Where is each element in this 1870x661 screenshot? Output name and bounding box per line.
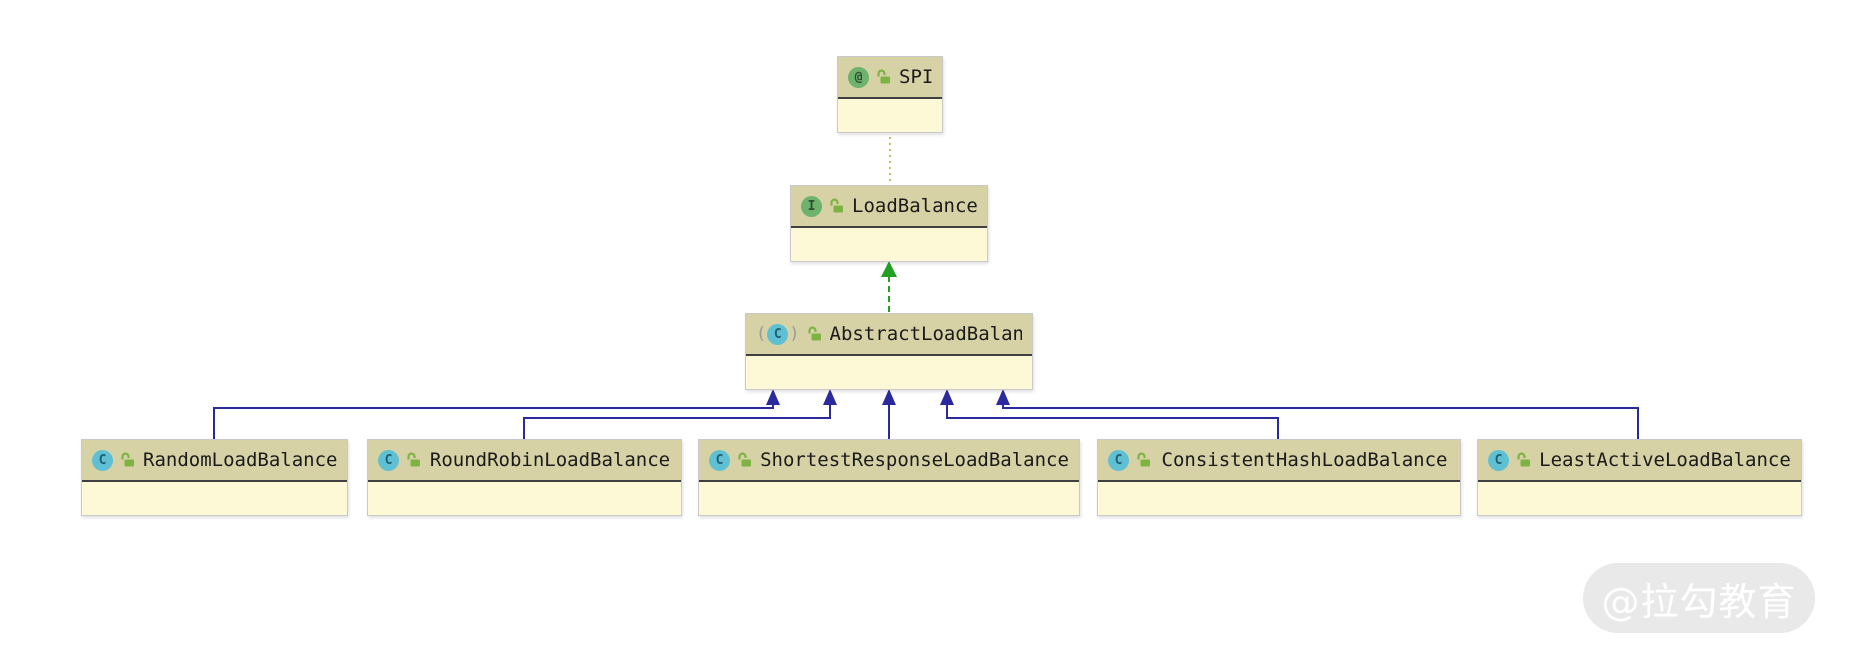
class-name: LeastActiveLoadBalance xyxy=(1539,449,1791,471)
edge-extends-roundrobin-to-abstract xyxy=(523,389,837,439)
edge-extends-shortestresponse-to-abstract xyxy=(882,389,896,439)
class-name: ConsistentHashLoadBalance xyxy=(1161,449,1448,471)
edge-implements-abstract-to-loadbalance xyxy=(881,261,897,312)
class-node-abstractloadbalance[interactable]: C AbstractLoadBalance xyxy=(745,313,1033,390)
node-header: C ShortestResponseLoadBalance xyxy=(699,440,1079,482)
public-lock-icon xyxy=(876,69,892,85)
class-node-spi[interactable]: @ SPI xyxy=(837,56,943,133)
public-lock-icon xyxy=(1516,452,1532,468)
class-name: ShortestResponseLoadBalance xyxy=(760,449,1069,471)
class-node-shortestresponseloadbalance[interactable]: C ShortestResponseLoadBalance xyxy=(698,439,1080,516)
class-name: SPI xyxy=(899,66,932,88)
class-node-consistenthashloadbalance[interactable]: C ConsistentHashLoadBalance xyxy=(1097,439,1461,516)
class-icon: C xyxy=(92,449,113,471)
watermark-text: @拉勾教育 xyxy=(1601,579,1797,624)
public-lock-icon xyxy=(807,326,823,342)
node-body xyxy=(368,482,681,515)
class-name: RoundRobinLoadBalance xyxy=(429,449,671,471)
node-body xyxy=(1098,482,1460,515)
class-node-roundrobinloadbalance[interactable]: C RoundRobinLoadBalance xyxy=(367,439,682,516)
class-node-loadbalance[interactable]: I LoadBalance xyxy=(790,185,988,262)
public-lock-icon xyxy=(120,452,136,468)
public-lock-icon xyxy=(406,452,422,468)
class-icon: C xyxy=(709,449,730,471)
node-header: C RoundRobinLoadBalance xyxy=(368,440,681,482)
class-node-leastactiveloadbalance[interactable]: C LeastActiveLoadBalance xyxy=(1477,439,1802,516)
edge-extends-consistenthash-to-abstract xyxy=(940,389,1279,439)
node-header: C RandomLoadBalance xyxy=(82,440,347,482)
public-lock-icon xyxy=(737,452,753,468)
class-node-randomloadbalance[interactable]: C RandomLoadBalance xyxy=(81,439,348,516)
node-header: C LeastActiveLoadBalance xyxy=(1478,440,1801,482)
node-body xyxy=(699,482,1079,515)
node-body xyxy=(82,482,347,515)
edge-extends-leastactive-to-abstract xyxy=(996,389,1639,439)
node-body xyxy=(1478,482,1801,515)
abstract-class-icon: C xyxy=(756,323,800,345)
class-icon: C xyxy=(378,449,399,471)
watermark-badge: @拉勾教育 xyxy=(1583,563,1815,633)
node-header: C ConsistentHashLoadBalance xyxy=(1098,440,1460,482)
node-body xyxy=(791,228,987,261)
public-lock-icon xyxy=(1136,452,1152,468)
node-header: @ SPI xyxy=(838,57,942,99)
class-name: LoadBalance xyxy=(852,195,977,217)
class-icon: C xyxy=(1108,449,1129,471)
class-name: RandomLoadBalance xyxy=(143,449,337,471)
class-letter: C xyxy=(767,323,789,345)
class-name: AbstractLoadBalance xyxy=(829,323,1023,345)
node-header: I LoadBalance xyxy=(791,186,987,228)
node-body xyxy=(838,99,942,132)
public-lock-icon xyxy=(829,198,845,214)
edge-extends-random-to-abstract xyxy=(213,389,780,439)
node-header: C AbstractLoadBalance xyxy=(746,314,1032,356)
annotation-icon: @ xyxy=(848,66,869,88)
node-body xyxy=(746,356,1032,389)
interface-icon: I xyxy=(801,195,822,217)
class-icon: C xyxy=(1488,449,1509,471)
